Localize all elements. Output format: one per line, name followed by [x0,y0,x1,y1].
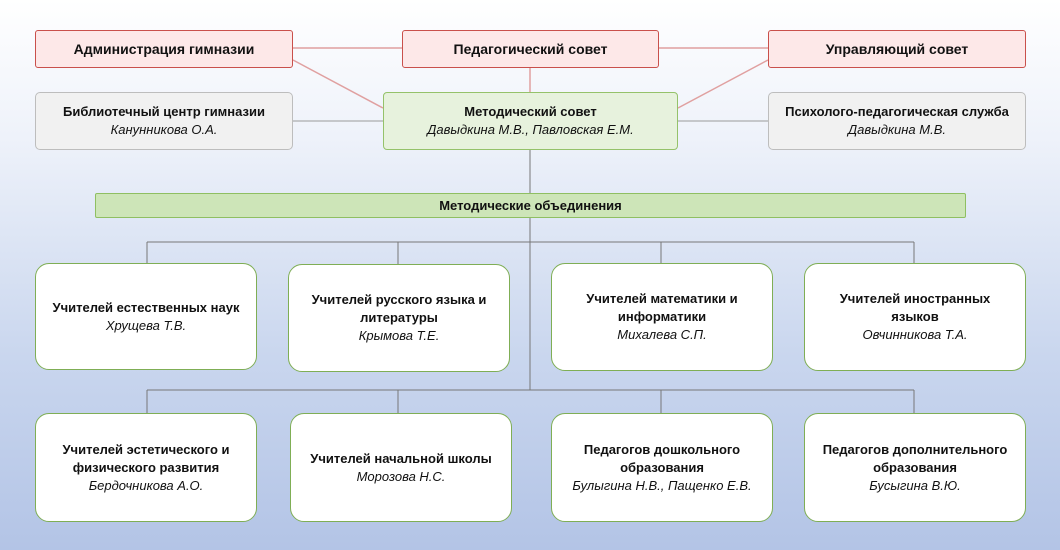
governing-board-title: Управляющий совет [825,41,969,57]
dept-person: Морозова Н.С. [356,468,446,484]
dept-preschool: Педагогов дошкольного образования Булыги… [551,413,773,522]
dept-title: Учителей начальной школы [310,450,492,466]
administration-title: Администрация гимназии [73,41,255,57]
dept-title: Учителей иностранных языков [839,291,991,324]
psych-service-title: Психолого-педагогическая служба [785,104,1009,119]
dept-person: Бусыгина В.Ю. [869,477,961,493]
dept-person: Бердочникова А.О. [88,477,204,493]
methodical-associations-title: Методические объединения [439,197,622,213]
library-center-box: Библиотечный центр гимназии Канунникова … [35,92,293,150]
methodical-associations-bar: Методические объединения [95,193,966,218]
dept-primary-school: Учителей начальной школы Морозова Н.С. [290,413,512,522]
library-center-title: Библиотечный центр гимназии [63,104,265,119]
psych-service-box: Психолого-педагогическая служба Давыдкин… [768,92,1026,150]
dept-person: Булыгина Н.В., Пащенко Е.В. [572,477,752,493]
dept-natural-sciences: Учителей естественных наук Хрущева Т.В. [35,263,257,370]
dept-person: Овчинникова Т.А. [862,327,968,342]
dept-russian-literature: Учителей русского языка и литературы Кры… [288,264,510,372]
dept-additional-education: Педагогов дополнительного образования Бу… [804,413,1026,522]
dept-person: Крымова Т.Е. [358,328,440,343]
dept-title: Педагогов дошкольного образования [583,441,741,475]
library-center-person: Канунникова О.А. [110,122,218,137]
dept-foreign-languages: Учителей иностранных языков Овчинникова … [804,263,1026,371]
dept-title: Учителей математики и информатики [586,291,738,324]
dept-title: Учителей русского языка и литературы [311,292,487,325]
psych-service-person: Давыдкина М.В. [847,122,946,137]
dept-math-informatics: Учителей математики и информатики Михале… [551,263,773,371]
dept-title: Педагогов дополнительного образования [822,441,1008,475]
pedagogical-council-title: Педагогический совет [453,41,608,57]
dept-title: Учителей естественных наук [52,299,240,315]
dept-title: Учителей эстетического и физического раз… [62,441,230,475]
dept-person: Михалева С.П. [617,327,707,342]
pedagogical-council-box: Педагогический совет [402,30,659,68]
methodical-council-box: Методический совет Давыдкина М.В., Павло… [383,92,678,150]
methodical-council-title: Методический совет [464,104,597,119]
dept-person: Хрущева Т.В. [105,317,187,333]
governing-board-box: Управляющий совет [768,30,1026,68]
methodical-council-person: Давыдкина М.В., Павловская Е.М. [427,122,634,137]
dept-aesthetic-physical: Учителей эстетического и физического раз… [35,413,257,522]
administration-box: Администрация гимназии [35,30,293,68]
